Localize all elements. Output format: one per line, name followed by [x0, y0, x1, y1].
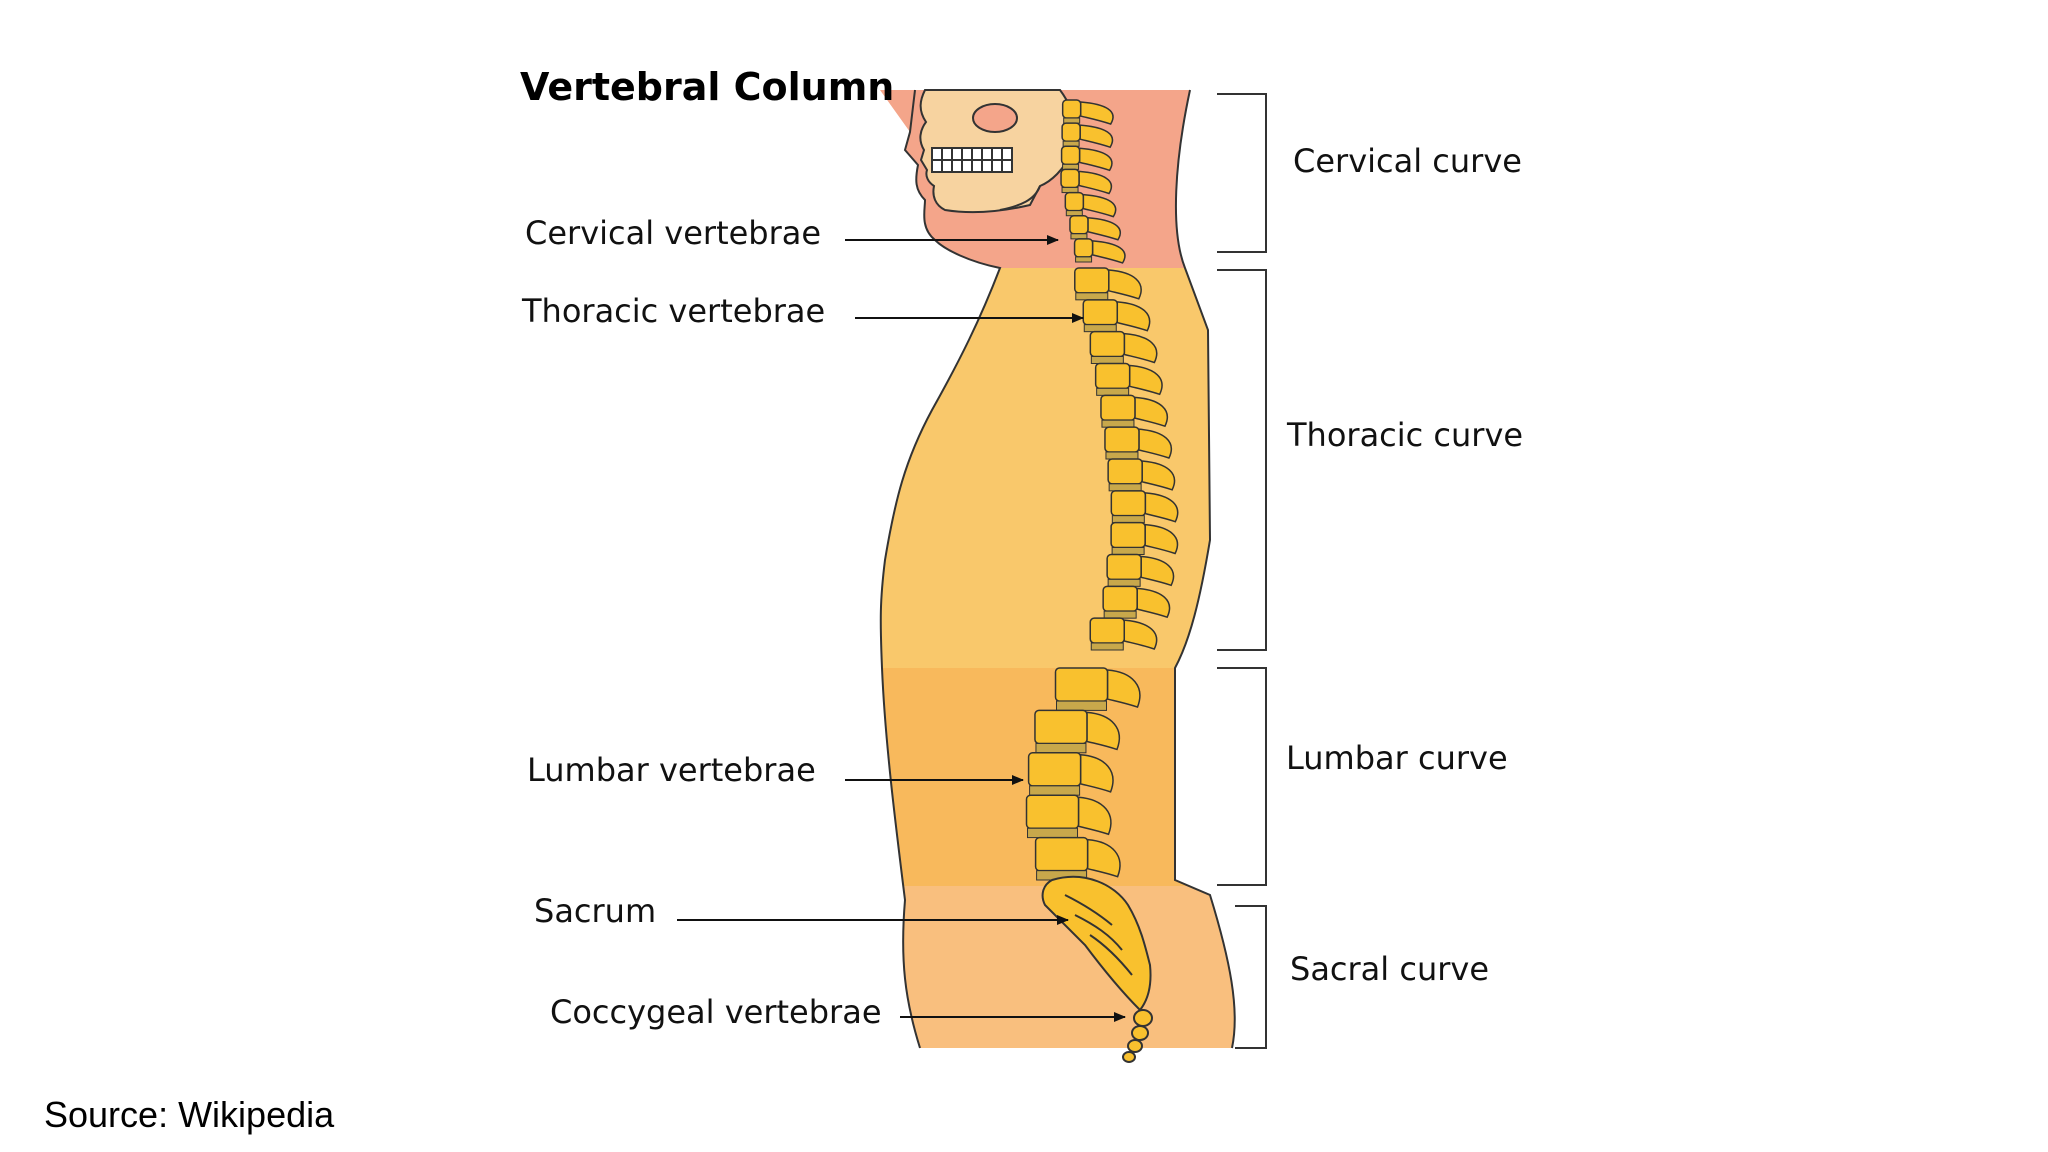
cervical-vertebra: [1064, 191, 1085, 212]
cervical-vertebra: [1061, 99, 1082, 119]
thoracic-vertebra: [1089, 617, 1126, 644]
bracket-lumbar-curve: [1217, 667, 1267, 886]
thoracic-spinous-process: [1108, 269, 1142, 300]
diagram-title: Vertebral Column: [520, 65, 894, 109]
lumbar-vertebra: [1025, 794, 1080, 830]
cervical-spinous-process: [1079, 124, 1114, 149]
label-cervical-vertebrae: Cervical vertebrae: [525, 214, 821, 252]
thoracic-spinous-process: [1123, 619, 1158, 650]
thoracic-disc: [1090, 642, 1124, 651]
thoracic-disc: [1083, 324, 1117, 333]
bracket-thoracic-curve: [1217, 269, 1267, 651]
thoracic-vertebra: [1074, 267, 1110, 294]
thoracic-disc: [1101, 419, 1135, 428]
lumbar-vertebra: [1027, 752, 1082, 787]
cervical-vertebra: [1060, 168, 1080, 189]
bracket-sacral-curve: [1235, 905, 1267, 1049]
cervical-vertebra: [1061, 122, 1081, 142]
thoracic-vertebra: [1110, 490, 1147, 517]
lumbar-spinous-process: [1079, 753, 1114, 793]
thoracic-vertebra: [1100, 394, 1136, 421]
cervical-disc: [1061, 186, 1079, 194]
lumbar-spinous-process: [1086, 838, 1121, 878]
curve-brackets: [1217, 93, 1267, 1049]
lumbar-disc: [1056, 700, 1108, 711]
label-lumbar-vertebrae: Lumbar vertebrae: [527, 751, 816, 789]
thoracic-spinous-process: [1141, 460, 1176, 491]
lumbar-disc: [1029, 785, 1081, 796]
thoracic-vertebra: [1089, 330, 1126, 358]
curve-labels: Cervical curve Thoracic curve Lumbar cur…: [1286, 142, 1523, 988]
thoracic-vertebra: [1107, 458, 1143, 485]
label-thoracic-vertebrae: Thoracic vertebrae: [521, 292, 825, 330]
lumbar-disc: [1027, 827, 1079, 839]
cervical-disc: [1065, 210, 1083, 217]
thoracic-spinous-process: [1134, 396, 1168, 428]
lumbar-vertebra: [1034, 836, 1089, 872]
lumbar-vertebra: [1054, 667, 1109, 702]
thoracic-vertebra: [1106, 553, 1142, 581]
spine: [1025, 99, 1179, 881]
lumbar-disc: [1035, 742, 1087, 754]
thoracic-disc: [1107, 578, 1141, 587]
lumbar-spinous-process: [1106, 669, 1141, 709]
thoracic-spinous-process: [1140, 555, 1175, 587]
label-lumbar-curve: Lumbar curve: [1286, 739, 1508, 777]
thoracic-disc: [1111, 546, 1145, 555]
thoracic-spinous-process: [1144, 523, 1179, 555]
thoracic-vertebra: [1102, 585, 1138, 612]
cervical-vertebra: [1069, 214, 1089, 235]
thoracic-vertebra: [1082, 299, 1119, 326]
sacrum-shape: [1041, 875, 1152, 1012]
thoracic-vertebra: [1104, 426, 1140, 453]
thoracic-disc: [1108, 483, 1142, 492]
label-cervical-curve: Cervical curve: [1293, 142, 1522, 180]
cervical-vertebra: [1073, 238, 1094, 258]
cervical-spinous-process: [1078, 170, 1112, 195]
source-caption: Source: Wikipedia: [44, 1094, 335, 1135]
thoracic-disc: [1090, 355, 1124, 365]
thoracic-spinous-process: [1136, 587, 1171, 619]
bracket-cervical-curve: [1217, 93, 1267, 253]
lumbar-spinous-process: [1077, 796, 1112, 836]
lumbar-spinous-process: [1086, 711, 1121, 751]
thoracic-disc: [1103, 610, 1137, 619]
coccyx-shape: [1122, 1009, 1153, 1063]
thoracic-spinous-process: [1123, 332, 1158, 364]
thoracic-spinous-process: [1144, 492, 1179, 523]
label-sacral-curve: Sacral curve: [1290, 950, 1489, 988]
cervical-spinous-process: [1091, 240, 1126, 264]
cervical-vertebra: [1060, 145, 1081, 166]
label-coccygeal-vertebrae: Coccygeal vertebrae: [550, 993, 882, 1031]
thoracic-vertebra: [1094, 362, 1131, 390]
thoracic-spinous-process: [1128, 364, 1163, 396]
cervical-disc: [1075, 256, 1093, 263]
thoracic-disc: [1111, 515, 1145, 524]
thoracic-region: [880, 268, 1235, 668]
cervical-disc: [1070, 233, 1088, 240]
body-outline: [879, 89, 1236, 1049]
cervical-disc: [1063, 117, 1081, 124]
label-sacrum: Sacrum: [534, 892, 656, 930]
cervical-spinous-process: [1079, 101, 1114, 125]
skull: [919, 89, 1076, 214]
cervical-spinous-process: [1078, 147, 1113, 172]
cervical-spinous-process: [1082, 193, 1117, 218]
thoracic-disc: [1096, 387, 1130, 396]
thoracic-spinous-process: [1138, 428, 1172, 459]
sacral-region: [880, 886, 1235, 1048]
cervical-disc: [1062, 140, 1080, 147]
thoracic-spinous-process: [1116, 301, 1151, 332]
cervical-spinous-process: [1087, 216, 1121, 241]
thoracic-disc: [1105, 451, 1139, 460]
thoracic-vertebra: [1110, 521, 1146, 549]
lumbar-vertebra: [1034, 709, 1088, 745]
cervical-disc: [1062, 163, 1080, 170]
vertebrae-labels: Cervical vertebrae Thoracic vertebrae Lu…: [521, 214, 1126, 1031]
label-thoracic-curve: Thoracic curve: [1286, 416, 1523, 454]
thoracic-disc: [1075, 292, 1109, 301]
